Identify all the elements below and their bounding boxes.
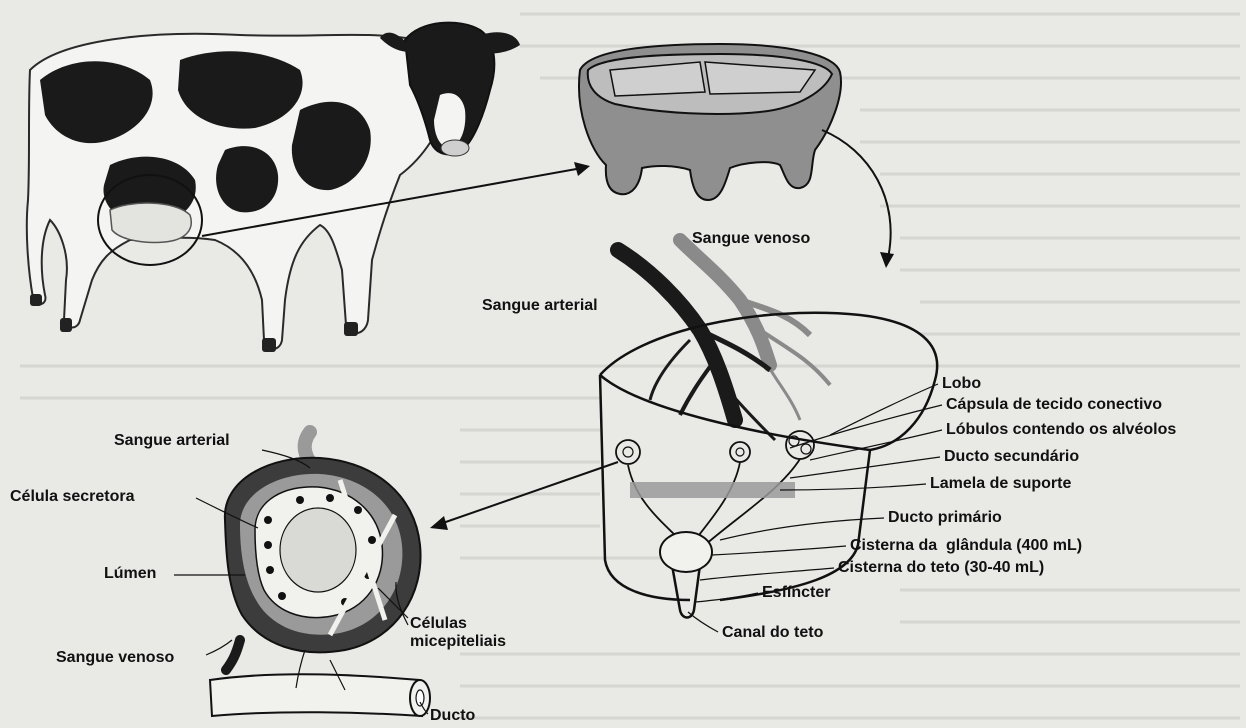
label-celulas-mioepiteliais: Células micepiteliais bbox=[410, 615, 506, 652]
label-sangue-arterial-top: Sangue arterial bbox=[482, 298, 598, 314]
label-lumen: Lúmen bbox=[104, 566, 156, 582]
label-ducto-primario: Ducto primário bbox=[888, 510, 1002, 526]
arrow-gland-to-alveolus bbox=[430, 462, 618, 530]
label-celula-secretora: Célula secretora bbox=[10, 489, 135, 505]
alveolus-detail bbox=[174, 432, 430, 716]
label-lamela: Lamela de suporte bbox=[930, 476, 1071, 492]
label-lobulos: Lóbulos contendo os alvéolos bbox=[946, 422, 1176, 438]
label-canal-teto: Canal do teto bbox=[722, 625, 823, 641]
label-sangue-venoso-left: Sangue venoso bbox=[56, 650, 174, 666]
label-cisterna-glandula: Cisterna da glândula (400 mL) bbox=[850, 538, 1082, 554]
label-lobo: Lobo bbox=[942, 376, 981, 392]
label-capsula: Cápsula de tecido conectivo bbox=[946, 397, 1162, 413]
label-sangue-arterial-left: Sangue arterial bbox=[114, 433, 230, 449]
label-sangue-venoso-top: Sangue venoso bbox=[692, 231, 810, 247]
label-ducto: Ducto bbox=[430, 708, 475, 724]
cow-illustration bbox=[27, 23, 520, 352]
cow-patch bbox=[216, 146, 278, 212]
label-ducto-secundario: Ducto secundário bbox=[944, 449, 1079, 465]
arrow-udder-to-gland bbox=[822, 130, 894, 268]
udder-cross-section bbox=[579, 44, 841, 200]
label-esfincter: Esfíncter bbox=[762, 585, 830, 601]
label-cisterna-teto: Cisterna do teto (30-40 mL) bbox=[838, 560, 1044, 576]
